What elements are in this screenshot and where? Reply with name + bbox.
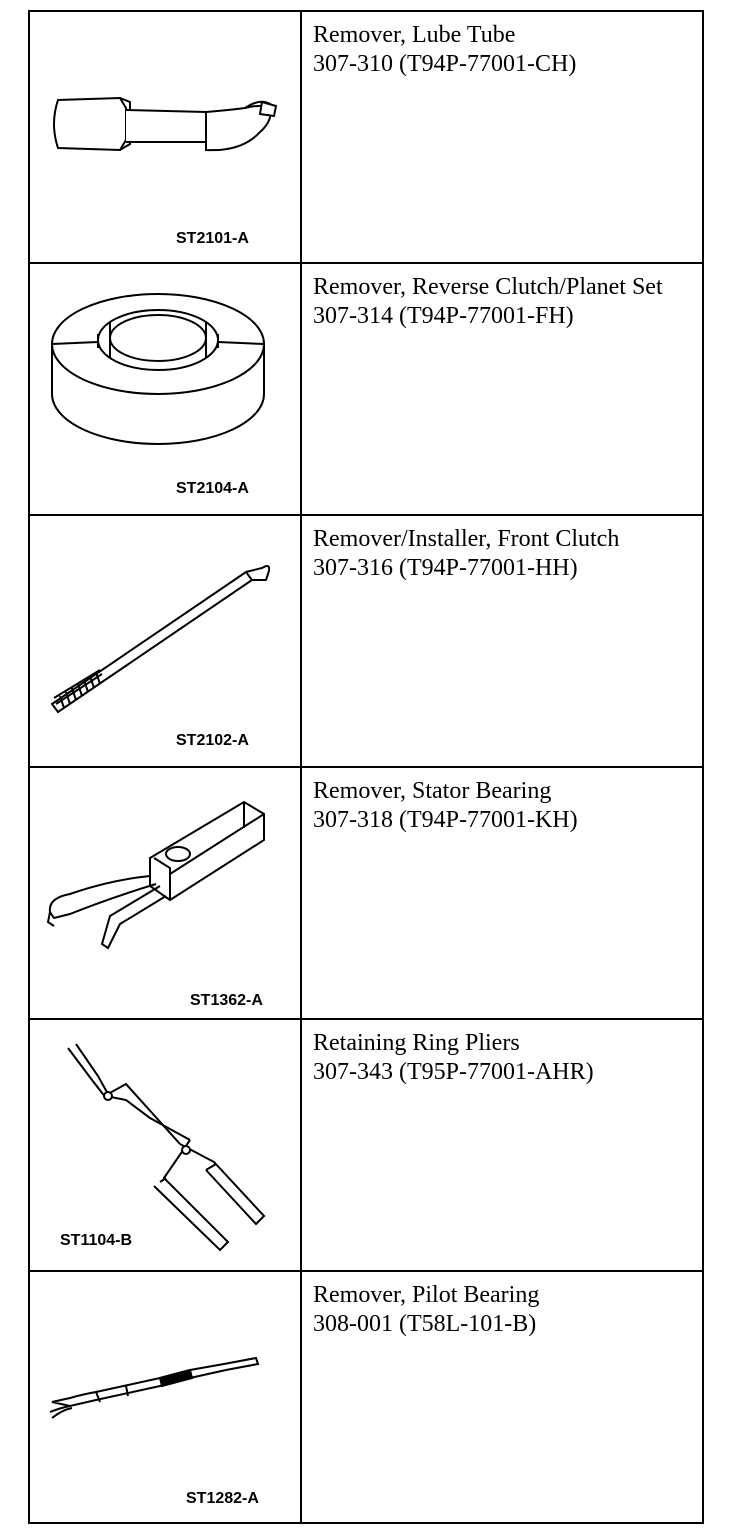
illustration-code: ST2101-A	[176, 230, 249, 247]
illustration-code: ST1282-A	[186, 1490, 259, 1507]
stator-bearing-remover-icon	[46, 800, 265, 950]
lube-tube-remover-icon	[53, 96, 278, 152]
tool-row: ST2102-A Remover/Installer, Front Clutch…	[28, 514, 704, 768]
tool-row: ST2104-A Remover, Reverse Clutch/Planet …	[28, 262, 704, 516]
tool-illustration-cell: ST2102-A	[28, 514, 302, 768]
tool-number: 307-316 (T94P-77001-HH)	[313, 555, 578, 581]
pilot-bearing-remover-icon	[49, 1356, 260, 1419]
tool-row: ST1104-B Retaining Ring Pliers 307-343 (…	[28, 1018, 704, 1272]
illustration-code: ST2104-A	[176, 480, 249, 497]
tool-description-cell: Remover, Stator Bearing 307-318 (T94P-77…	[300, 766, 704, 1020]
tool-illustration-cell: ST1104-B	[28, 1018, 302, 1272]
illustration-code: ST1362-A	[190, 992, 263, 1009]
tool-description-cell: Remover, Lube Tube 307-310 (T94P-77001-C…	[300, 10, 704, 264]
tool-row: ST1362-A Remover, Stator Bearing 307-318…	[28, 766, 704, 1020]
tool-name: Remover/Installer, Front Clutch	[313, 526, 620, 552]
illustration-code: ST1104-B	[60, 1232, 133, 1249]
front-clutch-tool-icon	[50, 565, 271, 714]
reverse-clutch-remover-icon	[51, 293, 265, 445]
tool-number: 307-318 (T94P-77001-KH)	[313, 807, 578, 833]
tool-description-cell: Retaining Ring Pliers 307-343 (T95P-7700…	[300, 1018, 704, 1272]
tool-description-cell: Remover, Reverse Clutch/Planet Set 307-3…	[300, 262, 704, 516]
tool-description-cell: Remover, Pilot Bearing 308-001 (T58L-101…	[300, 1270, 704, 1524]
tool-number: 307-314 (T94P-77001-FH)	[313, 303, 574, 329]
tool-row: ST1282-A Remover, Pilot Bearing 308-001 …	[28, 1270, 704, 1524]
retaining-ring-pliers-icon	[67, 1043, 266, 1252]
tool-number: 307-343 (T95P-77001-AHR)	[313, 1059, 594, 1085]
special-tools-table: ST2101-A Remover, Lube Tube 307-310 (T94…	[28, 10, 704, 1524]
tool-number: 308-001 (T58L-101-B)	[313, 1311, 537, 1337]
tool-name: Remover, Pilot Bearing	[313, 1282, 540, 1308]
tool-illustration-cell: ST1282-A	[28, 1270, 302, 1524]
tool-name: Retaining Ring Pliers	[313, 1030, 520, 1056]
tool-number: 307-310 (T94P-77001-CH)	[313, 51, 577, 77]
tool-description-cell: Remover/Installer, Front Clutch 307-316 …	[300, 514, 704, 768]
tool-name: Remover, Lube Tube	[313, 22, 516, 48]
illustration-code: ST2102-A	[176, 732, 249, 749]
tool-name: Remover, Reverse Clutch/Planet Set	[313, 274, 663, 300]
tool-illustration-cell: ST1362-A	[28, 766, 302, 1020]
tool-illustration-cell: ST2104-A	[28, 262, 302, 516]
tool-row: ST2101-A Remover, Lube Tube 307-310 (T94…	[28, 10, 704, 264]
tool-illustration-cell: ST2101-A	[28, 10, 302, 264]
tool-name: Remover, Stator Bearing	[313, 778, 552, 804]
